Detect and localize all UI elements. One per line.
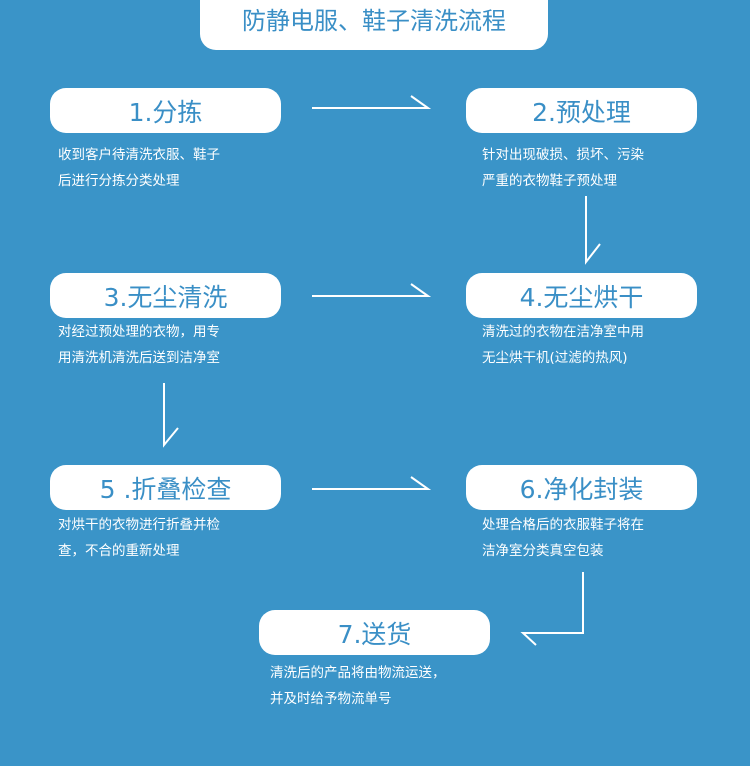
desc-line: 收到客户待清洗衣服、鞋子 xyxy=(58,147,220,163)
desc-line: 清洗过的衣物在洁净室中用 xyxy=(482,324,644,340)
desc-line: 查，不合的重新处理 xyxy=(58,543,180,559)
arrow-3-to-4 xyxy=(312,283,432,297)
step-7-desc: 清洗后的产品将由物流运送， 并及时给予物流单号 xyxy=(270,660,530,712)
step-4-desc: 清洗过的衣物在洁净室中用无尘烘干机(过滤的热风) xyxy=(482,319,712,371)
arrow-6-to-7 xyxy=(520,572,584,646)
desc-line: 清洗后的产品将由物流运送， xyxy=(270,665,446,681)
desc-line: 针对出现破损、损坏、污染 xyxy=(482,147,644,163)
step-2-box: 2.预处理 xyxy=(466,88,697,133)
desc-line: 洁净室分类真空包装 xyxy=(482,543,604,559)
diagram-title: 防静电服、鞋子清洗流程 xyxy=(200,0,548,50)
step-1-box: 1.分拣 xyxy=(50,88,281,133)
desc-line: 对经过预处理的衣物，用专 xyxy=(58,324,220,340)
step-6-box: 6.净化封装 xyxy=(466,465,697,510)
step-5-box: 5 .折叠检查 xyxy=(50,465,281,510)
step-5-desc: 对烘干的衣物进行折叠并检查，不合的重新处理 xyxy=(58,512,288,564)
desc-line: 无尘烘干机(过滤的热风) xyxy=(482,350,628,366)
desc-line: 处理合格后的衣服鞋子将在 xyxy=(482,517,644,533)
desc-line: 并及时给予物流单号 xyxy=(270,691,392,707)
step-7-box: 7.送货 xyxy=(259,610,490,655)
desc-line: 对烘干的衣物进行折叠并检 xyxy=(58,517,220,533)
step-6-desc: 处理合格后的衣服鞋子将在洁净室分类真空包装 xyxy=(482,512,712,564)
step-3-box: 3.无尘清洗 xyxy=(50,273,281,318)
arrow-2-to-4 xyxy=(585,196,601,265)
step-4-box: 4.无尘烘干 xyxy=(466,273,697,318)
arrow-3-to-5 xyxy=(163,383,179,448)
desc-line: 用清洗机清洗后送到洁净室 xyxy=(58,350,220,366)
arrow-5-to-6 xyxy=(312,476,432,490)
desc-line: 后进行分拣分类处理 xyxy=(58,173,180,189)
step-3-desc: 对经过预处理的衣物，用专用清洗机清洗后送到洁净室 xyxy=(58,319,288,371)
desc-line: 严重的衣物鞋子预处理 xyxy=(482,173,617,189)
arrow-1-to-2 xyxy=(312,95,432,109)
step-2-desc: 针对出现破损、损坏、污染严重的衣物鞋子预处理 xyxy=(482,142,712,194)
step-1-desc: 收到客户待清洗衣服、鞋子后进行分拣分类处理 xyxy=(58,142,288,194)
